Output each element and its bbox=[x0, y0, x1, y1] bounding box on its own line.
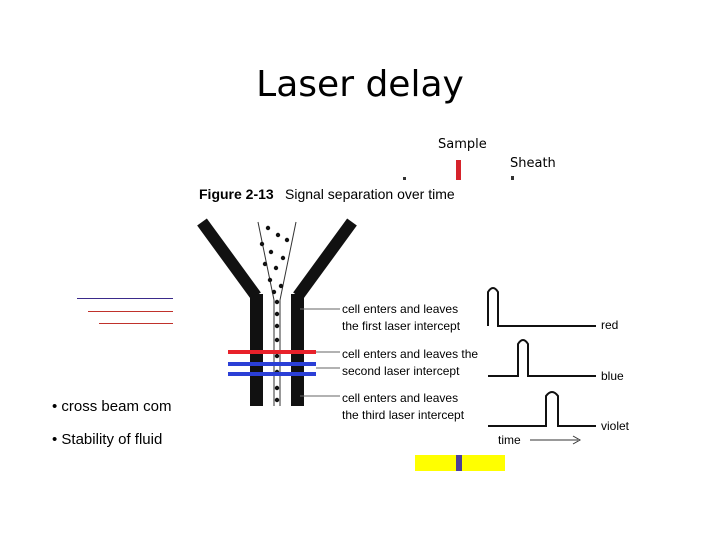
cell-dot bbox=[274, 323, 280, 329]
signal-label-blue: blue bbox=[601, 369, 624, 383]
cell-dot bbox=[268, 249, 274, 255]
red-line-2 bbox=[99, 323, 173, 324]
figure-caption: Signal separation over time bbox=[285, 186, 455, 202]
intercept-2-line-1: cell enters and leaves the bbox=[342, 347, 478, 361]
sample-stream-marker bbox=[456, 160, 461, 180]
red-signal-trace bbox=[487, 287, 596, 327]
bullet-cross-beam: • cross beam com bbox=[52, 398, 172, 415]
time-arrow-head bbox=[572, 435, 582, 445]
intercept-1-line-2: the first laser intercept bbox=[342, 319, 461, 333]
cell-dot bbox=[259, 241, 265, 247]
cell-dot bbox=[262, 261, 268, 267]
fragment-dot bbox=[511, 176, 514, 181]
time-label: time bbox=[498, 433, 521, 447]
intercept-3-line-2: the third laser intercept bbox=[342, 408, 465, 422]
cell-dot bbox=[274, 337, 280, 343]
cell-stream bbox=[259, 225, 290, 403]
figure-number: Figure 2-13 bbox=[199, 186, 274, 202]
cell-dot bbox=[274, 385, 280, 391]
bullet-stability: • Stability of fluid bbox=[52, 431, 163, 448]
cell-dot bbox=[274, 299, 280, 305]
laser-beams bbox=[228, 350, 316, 376]
cell-dot bbox=[274, 311, 280, 317]
cell-dot bbox=[265, 225, 271, 231]
fragment-dot bbox=[403, 177, 406, 181]
intercept-2-line-2: second laser intercept bbox=[342, 364, 460, 378]
slide-title: Laser delay bbox=[256, 64, 464, 105]
blue-laser-beam-1 bbox=[228, 362, 316, 366]
intercept-1-line-1: cell enters and leaves bbox=[342, 302, 458, 316]
signal-traces bbox=[487, 287, 596, 427]
cell-dot bbox=[267, 277, 273, 283]
sample-label: Sample bbox=[438, 137, 487, 152]
signal-label-violet: violet bbox=[601, 419, 630, 433]
cell-dot bbox=[284, 237, 290, 243]
sheath-label: Sheath bbox=[510, 156, 556, 171]
red-laser-beam bbox=[228, 350, 316, 354]
blue-laser-beam-2 bbox=[228, 372, 316, 376]
red-line bbox=[88, 311, 173, 312]
cell-dot bbox=[280, 255, 286, 261]
cell-dot bbox=[278, 283, 284, 289]
cell-dot bbox=[271, 289, 277, 295]
signal-label-red: red bbox=[601, 318, 618, 332]
blue-signal-trace bbox=[488, 339, 596, 377]
intercept-3-line-1: cell enters and leaves bbox=[342, 391, 458, 405]
cell-dot bbox=[274, 353, 280, 359]
cell-dot bbox=[275, 232, 281, 238]
violet-line bbox=[77, 298, 173, 299]
cell-dot bbox=[274, 397, 280, 403]
color-bar-marker bbox=[456, 455, 462, 471]
violet-signal-trace bbox=[488, 391, 596, 427]
cell-dot bbox=[273, 265, 279, 271]
